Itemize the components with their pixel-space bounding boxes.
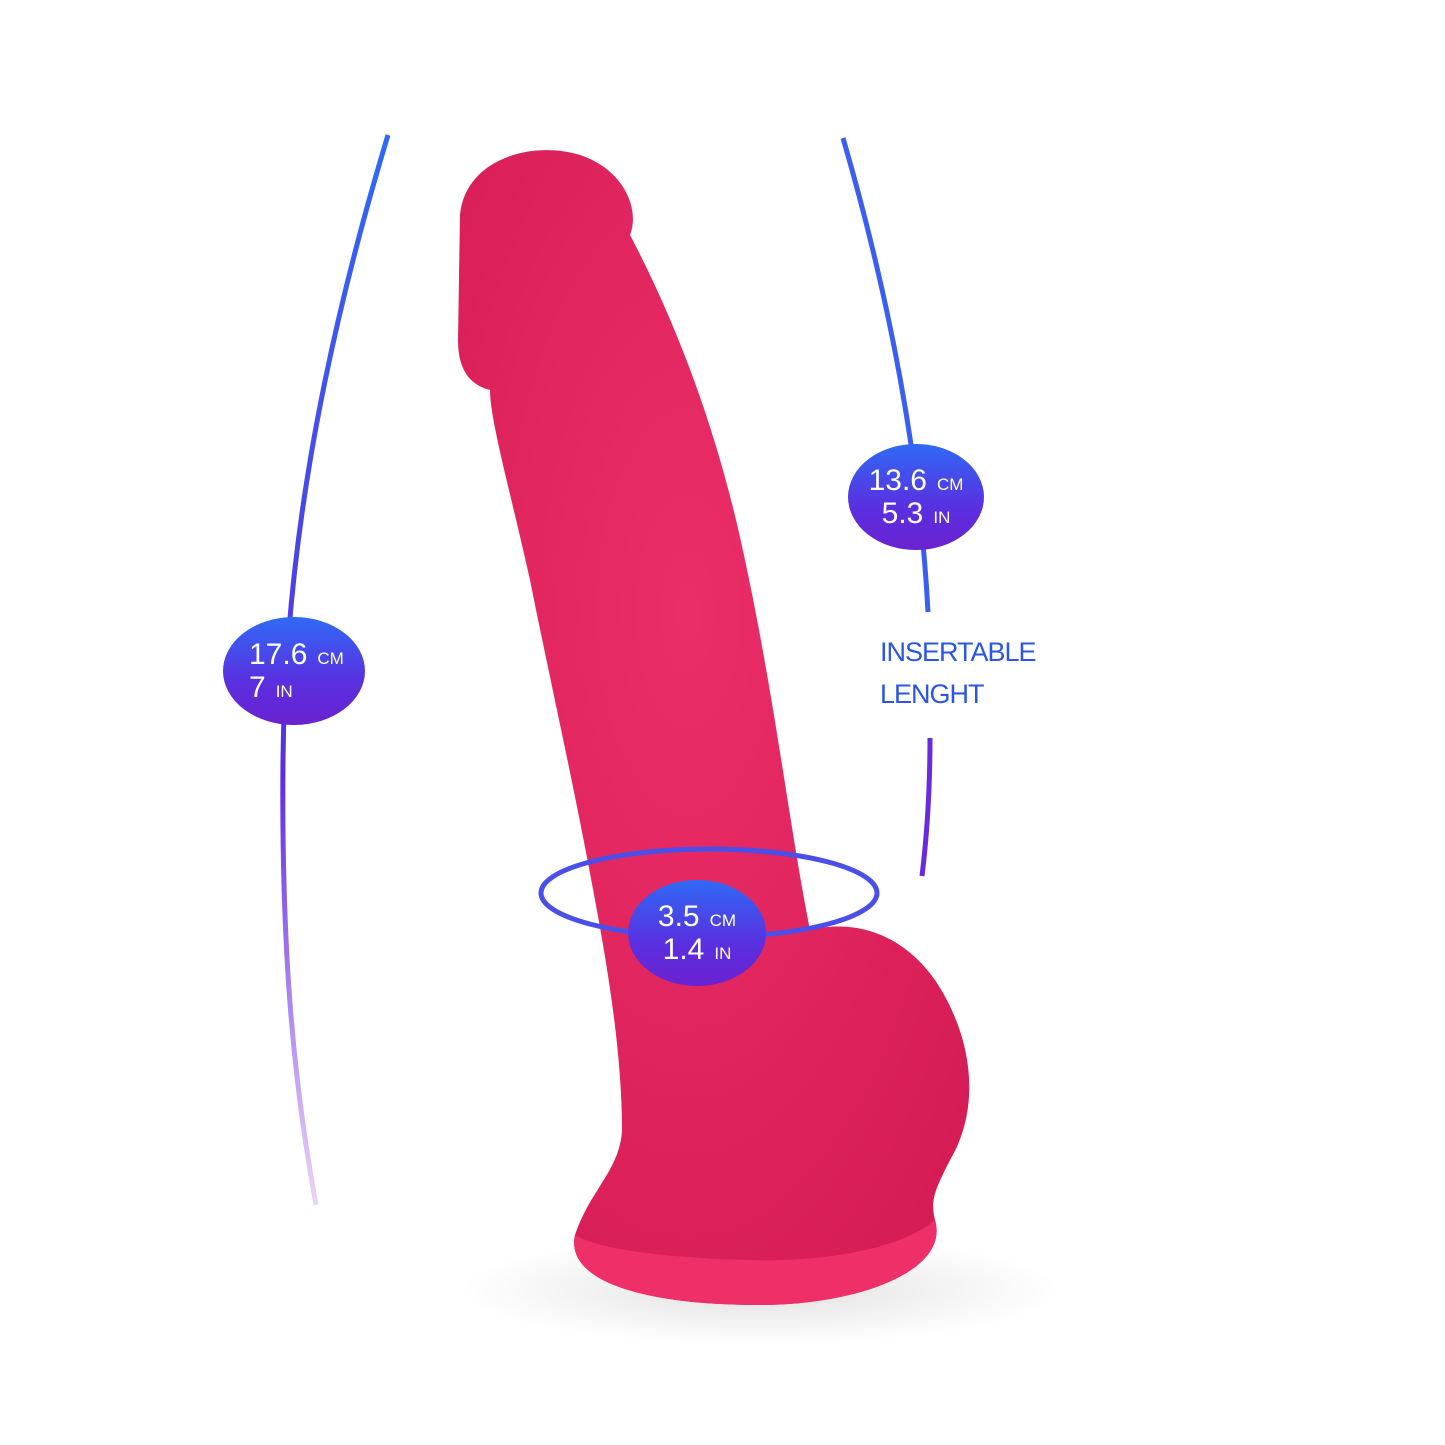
- diameter-cm-unit: CM: [709, 911, 737, 930]
- insertable-label-line2: Lenght: [880, 670, 985, 712]
- insertable-length-label: Insertable Lenght: [880, 628, 1037, 712]
- total-length-cm-unit: CM: [317, 649, 344, 668]
- total-length-badge: 17.6 CM 7 IN: [223, 617, 365, 725]
- insertable-length-in: 5.3: [881, 497, 924, 530]
- total-length-in: 7: [249, 671, 266, 704]
- total-length-cm: 17.6: [249, 638, 308, 671]
- insertable-length-badge: 13.6 CM 5.3 IN: [848, 444, 984, 550]
- insertable-length-line-bottom: [919, 737, 933, 877]
- insertable-length-cm: 13.6: [868, 464, 927, 497]
- diameter-badge: 3.5 CM 1.4 IN: [628, 880, 766, 986]
- insertable-length-cm-unit: CM: [936, 475, 964, 494]
- diameter-in: 1.4: [662, 933, 705, 966]
- insertable-length-in-unit: IN: [933, 508, 951, 527]
- product-silhouette: [458, 150, 970, 1305]
- total-length-line: [280, 134, 391, 1206]
- total-length-in-unit: IN: [275, 682, 293, 701]
- diameter-cm: 3.5: [657, 900, 700, 933]
- diameter-in-unit: IN: [714, 944, 732, 963]
- insertable-label-line1: Insertable: [880, 628, 1037, 670]
